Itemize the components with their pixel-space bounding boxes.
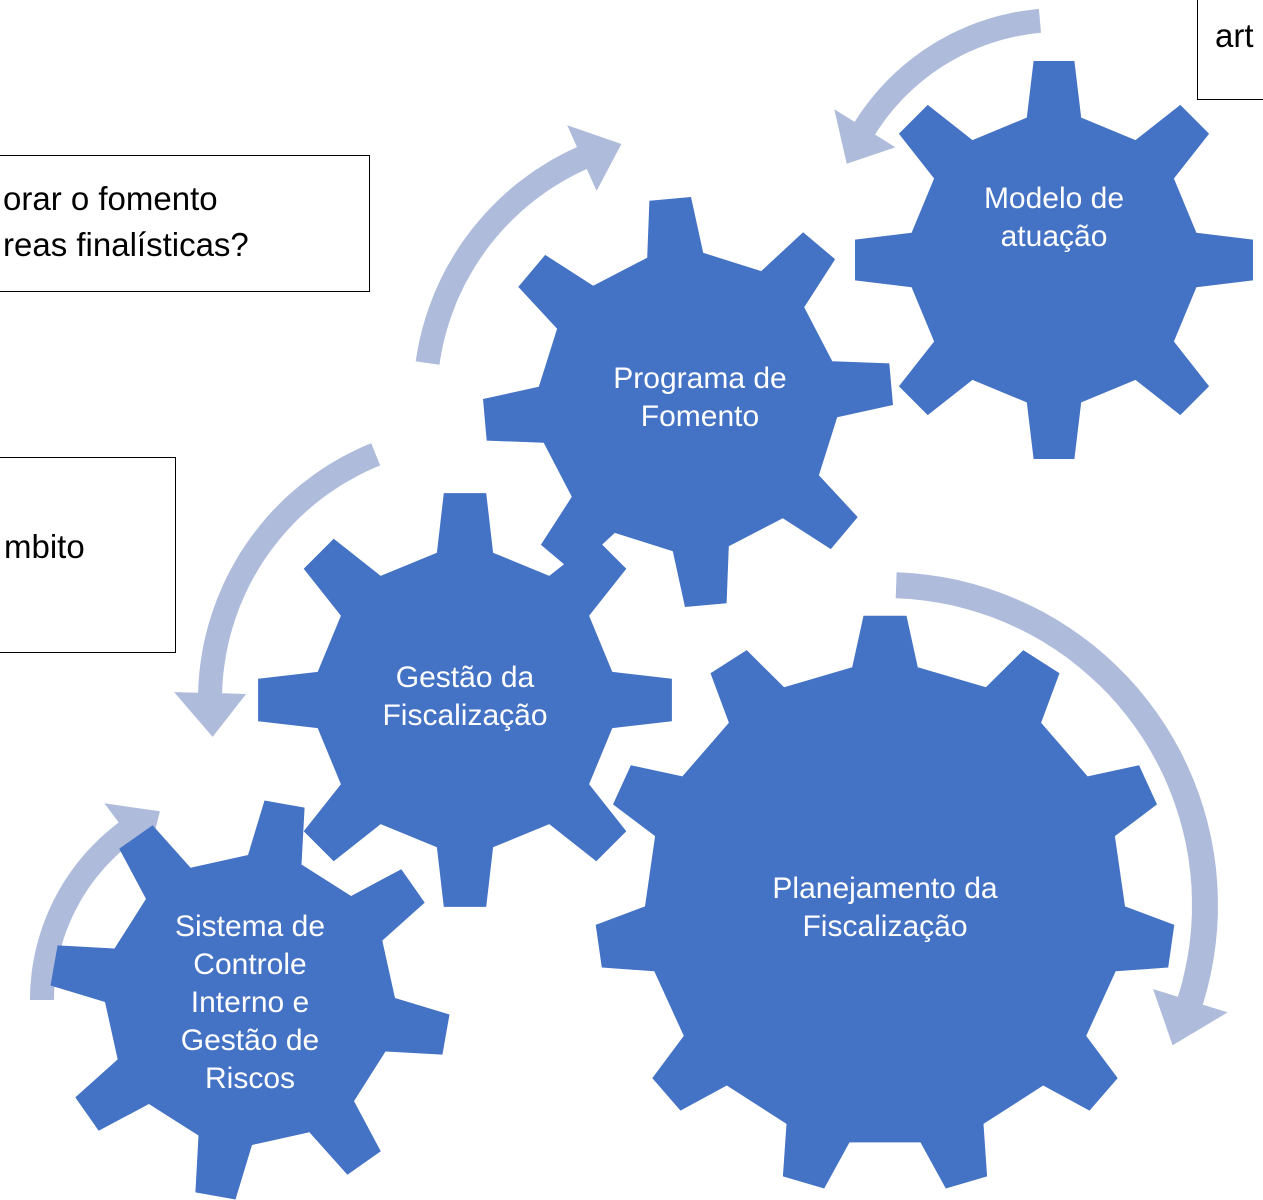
gear-label-line: Fiscalização bbox=[382, 699, 548, 732]
question-line-2: reas finalísticas? bbox=[3, 226, 249, 263]
gear-gestao-da-fiscalizacao bbox=[258, 493, 672, 907]
gear-label-line: Controle bbox=[193, 948, 307, 981]
gear-label-modelo-de-atuacao: Modelo de atuação bbox=[984, 180, 1124, 256]
scope-box: mbito bbox=[0, 457, 176, 653]
gears-layer bbox=[50, 61, 1253, 1200]
gear-label-line: Fiscalização bbox=[802, 910, 968, 943]
gear-modelo-de-atuacao bbox=[855, 61, 1253, 459]
curved-arrow-programa bbox=[415, 125, 622, 365]
corner-box: art bbox=[1197, 0, 1263, 100]
gear-sistema-de-controle bbox=[50, 800, 450, 1200]
gear-planejamento-da-fiscalizacao bbox=[595, 615, 1175, 1189]
curved-arrow-top-right bbox=[834, 8, 1041, 164]
scope-text: mbito bbox=[4, 528, 85, 565]
gear-label-sistema-de-controle: Sistema de Controle Interno e Gestão de … bbox=[175, 908, 325, 1098]
gear-label-line: Gestão de bbox=[180, 1024, 320, 1057]
gear-label-line: Riscos bbox=[204, 1062, 296, 1095]
gear-label-line: Gestão da bbox=[395, 661, 535, 694]
gear-label-planejamento-da-fiscalizacao: Planejamento da Fiscalização bbox=[772, 870, 997, 946]
gear-label-line: Modelo de bbox=[983, 182, 1125, 215]
gear-label-line: Fomento bbox=[640, 400, 760, 433]
gear-label-line: Programa de bbox=[613, 362, 787, 395]
curved-arrow-planejamento bbox=[895, 572, 1228, 1046]
gear-label-programa-de-fomento: Programa de Fomento bbox=[613, 360, 786, 436]
question-box: orar o fomento reas finalísticas? bbox=[0, 155, 370, 292]
gear-label-line: Sistema de bbox=[174, 910, 326, 943]
curved-arrow-sistema bbox=[30, 803, 160, 1000]
gear-programa-de-fomento bbox=[483, 197, 893, 607]
gear-label-gestao-da-fiscalizacao: Gestão da Fiscalização bbox=[382, 659, 547, 735]
corner-text: art bbox=[1215, 17, 1254, 54]
gear-label-line: Planejamento da bbox=[772, 872, 998, 905]
arrows-layer bbox=[30, 8, 1228, 1046]
gear-label-line: atuação bbox=[1000, 220, 1108, 253]
gear-label-line: Interno e bbox=[190, 986, 310, 1019]
question-line-1: orar o fomento bbox=[3, 180, 218, 217]
curved-arrow-gestao bbox=[174, 443, 381, 737]
